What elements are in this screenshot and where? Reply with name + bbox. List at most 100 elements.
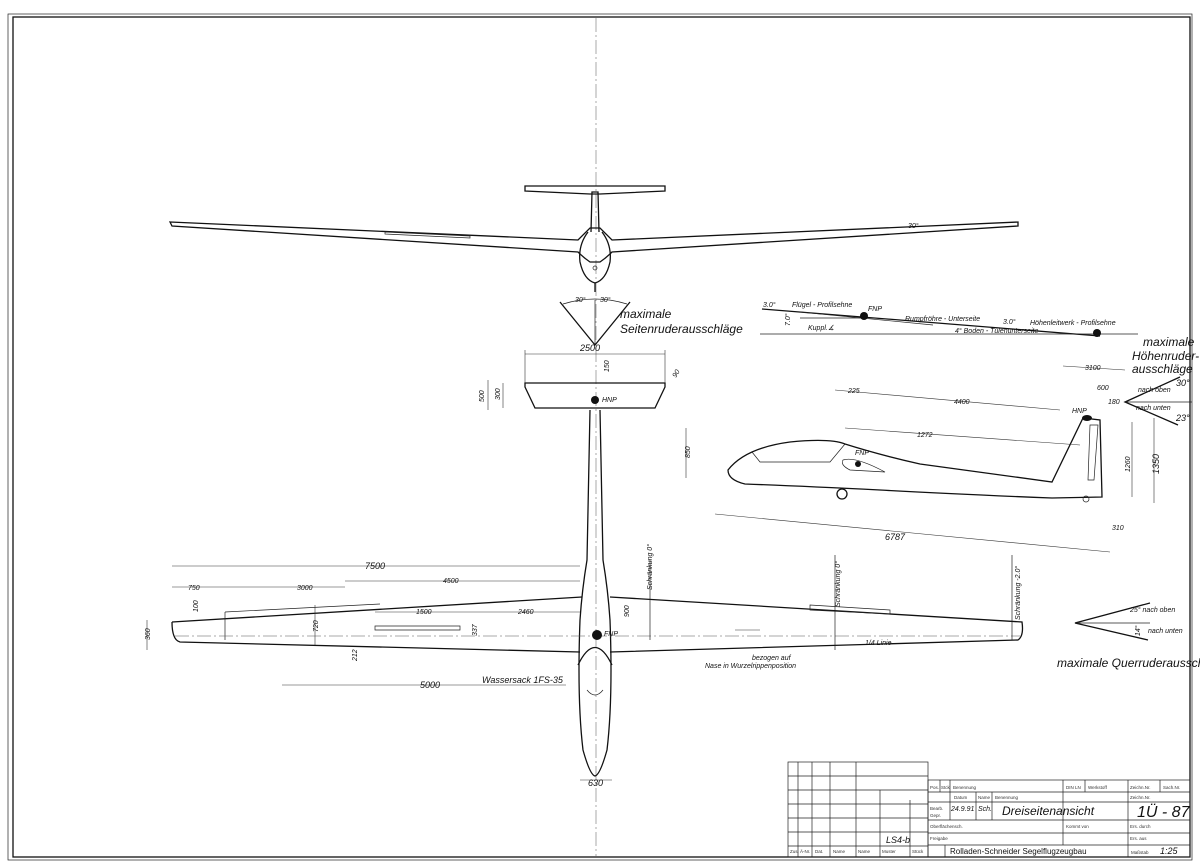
attitude-label: Höhenleitwerk - Profilsehne: [1030, 320, 1116, 327]
side-view: 6787 4400 225 1272 3100 600 180 HNP FNP …: [685, 365, 1161, 553]
hnp-label: HNP: [1072, 408, 1087, 415]
attitude-label: Rumpfröhre - Unterseite: [905, 316, 980, 323]
dim-label: 180: [1108, 399, 1120, 406]
wing-dihedral-label: 30°: [908, 222, 919, 230]
tb-label: Name: [833, 849, 846, 854]
attitude-label: Flügel - Profilsehne: [792, 302, 852, 309]
attitude-angle: 7.0°: [784, 313, 792, 326]
elevator-down-label: nach unten: [1136, 405, 1171, 412]
dim-label: 630: [588, 778, 603, 788]
washout-label: Schränkung -2.0°: [1014, 566, 1022, 620]
aileron-label: maximale Querruderausschläge: [1057, 656, 1200, 670]
dim-label: 225: [847, 388, 860, 395]
tb-label: Dat.: [815, 849, 823, 854]
washout-label: Schränkung 0°: [646, 544, 654, 590]
dim-label: 4500: [443, 578, 459, 585]
dim-label: 1500: [416, 609, 432, 616]
tb-label: DIN LN: [1066, 785, 1081, 790]
dim-label: 1272: [917, 432, 933, 439]
tb-label: Zeichn.Nr.: [1130, 795, 1151, 800]
elevator-label: ausschläge: [1132, 362, 1193, 376]
date-value: 24.9.91: [950, 806, 974, 813]
dim-label: 310: [1112, 525, 1124, 532]
tb-label: Ä-Nr.: [800, 848, 810, 854]
fnp-label: FNP: [604, 631, 618, 638]
attitude-label: 4° Boden - Tülenunterseite: [955, 327, 1038, 335]
dim-label: 3100: [1085, 365, 1101, 372]
tb-label: Datum: [954, 795, 968, 800]
dim-label: 300: [495, 388, 502, 400]
dim-label: 720: [313, 620, 320, 632]
drafter-name: Sch.: [978, 806, 992, 813]
reference-label: Nase in Wurzelrippenposition: [705, 663, 796, 670]
hnp-label: HNP: [602, 397, 617, 404]
scale-value: 1:25: [1160, 846, 1179, 856]
dim-label: 7500: [365, 561, 385, 571]
dim-label: 600: [1097, 385, 1109, 392]
dim-label: 750: [188, 585, 200, 592]
tb-label: Zus.: [790, 849, 799, 854]
model-value: LS4-b: [886, 835, 910, 845]
dim-label: 3000: [297, 585, 313, 592]
rudder-label: maximale: [620, 307, 672, 321]
elevator-label: maximale: [1143, 335, 1195, 349]
elevator-label: Höhenruder-: [1132, 349, 1199, 363]
tb-label: Pos.: [930, 785, 939, 790]
dim-label: 100: [193, 600, 200, 612]
elevator-up-label: nach oben: [1138, 387, 1171, 394]
attitude-angle: 3.0°: [763, 301, 776, 309]
tb-label: Maßstab: [1131, 850, 1149, 855]
tb-label: Stck: [941, 785, 951, 790]
rudder-label-2: Seitenruderausschläge: [620, 322, 743, 336]
tb-label: Kommt von: [1066, 824, 1089, 829]
title-block: Pos. Stck Benennung DIN LN Werkstoff Zei…: [787, 761, 1191, 858]
aileron-down-angle: 14°: [1134, 625, 1142, 636]
reference-label: bezogen auf: [752, 655, 792, 662]
dim-label: 150: [604, 360, 611, 372]
tb-label: Benennung: [995, 795, 1019, 800]
dim-label: 212: [352, 649, 359, 662]
drawing-frame: [12, 16, 1191, 858]
rudder-angle-left: 30°: [575, 296, 586, 304]
main-top-view: 630 FNP 7500 750 3000 4500 1500 2460 360…: [145, 409, 1024, 788]
aileron-deflection-diagram: 25° nach oben nach unten 14° maximale Qu…: [1057, 602, 1200, 670]
aileron-down-label: nach unten: [1148, 628, 1183, 635]
drawing-title: Dreiseitenansicht: [1002, 804, 1095, 818]
tb-label: Gepr.: [930, 813, 941, 818]
dim-label: 500: [479, 390, 486, 402]
water-ballast-label: Wassersack 1FS-35: [482, 675, 564, 685]
dim-label: 1350: [1151, 454, 1161, 474]
aileron-up-label: 25° nach oben: [1129, 606, 1175, 614]
attitude-angle: 3.0°: [1003, 318, 1016, 326]
rudder-deflection-diagram: 30° 30° maximale Seitenruderausschläge: [559, 296, 743, 347]
quarter-line-label: 1/4 Linie: [865, 640, 892, 647]
dim-label: 6787: [885, 532, 906, 542]
tb-label: Bearb.: [930, 806, 943, 811]
tb-label: Name: [978, 795, 991, 800]
dim-label: 850: [685, 446, 692, 458]
tb-label: Benennung: [953, 785, 977, 790]
elevator-deflection-diagram: maximale Höhenruder- ausschläge nach obe…: [1123, 335, 1199, 426]
washout-label: Schränkung 0°: [834, 561, 842, 607]
elevator-down-angle: 23°: [1175, 413, 1190, 423]
tb-label: Sach.Nr.: [1163, 785, 1180, 790]
dim-label: 360: [145, 628, 152, 640]
tb-label: Zeichn.Nr.: [1130, 785, 1151, 790]
tb-label: Werkstoff: [1088, 785, 1108, 790]
company-name: Rolladen-Schneider Segelflugzeugbau: [950, 847, 1087, 856]
dim-label: 5000: [420, 680, 440, 690]
elevator-up-angle: 30°: [1176, 378, 1190, 388]
tb-label: Muster: [882, 849, 896, 854]
fnp-label: FNP: [855, 450, 869, 457]
attitude-label: FNP: [868, 306, 882, 313]
tb-label: Ers. durch: [1130, 824, 1151, 829]
drawing-number: 1Ü - 87: [1137, 803, 1191, 821]
attitude-diagram: 3.0° Flügel - Profilsehne FNP Rumpfröhre…: [760, 301, 1138, 337]
horizontal-tail-view: 2500 500 300 150 90 HNP: [479, 343, 682, 410]
dim-label: 337: [472, 623, 479, 636]
attitude-label: Kuppl.∡: [808, 324, 834, 332]
tb-label: Name: [858, 849, 871, 854]
sheet-border: [7, 13, 1193, 861]
top-view-small: 30°: [168, 185, 1019, 292]
